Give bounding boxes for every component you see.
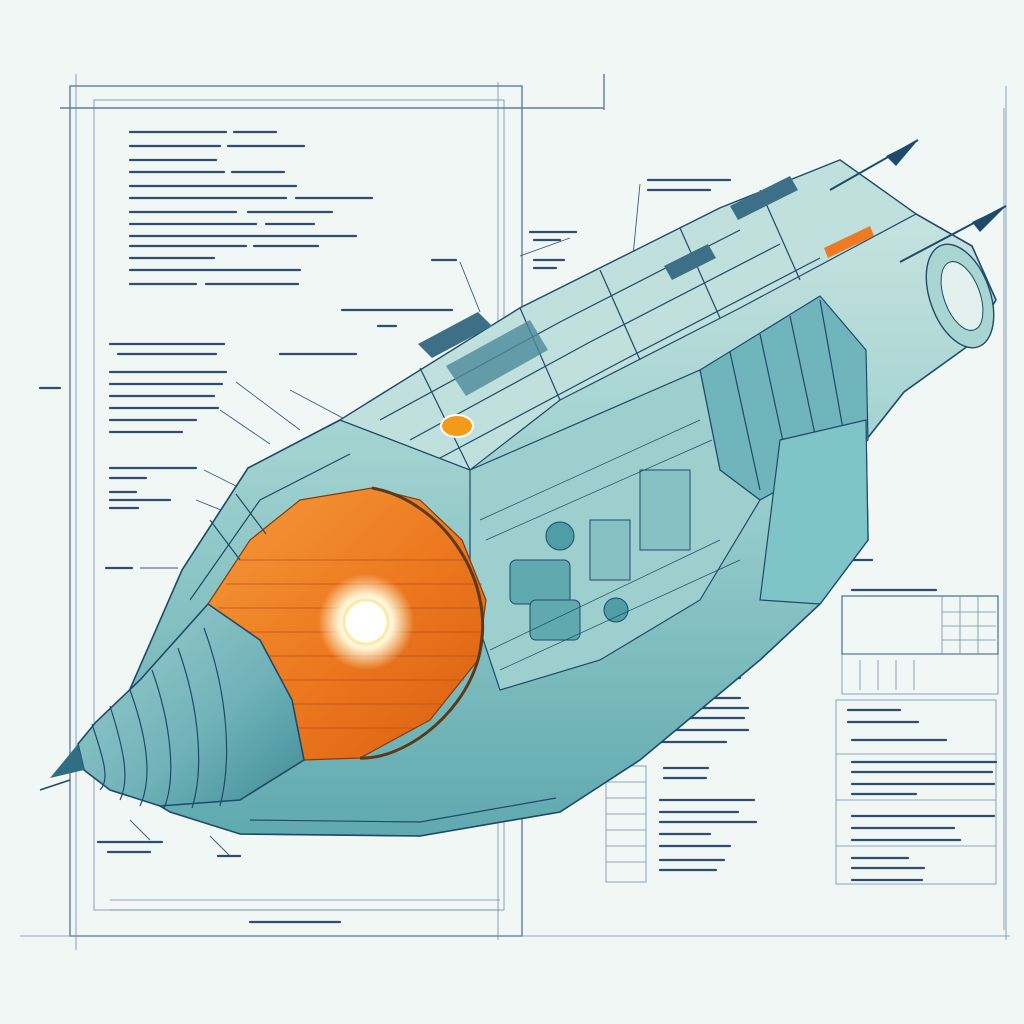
annotation-block-top-left — [128, 130, 374, 286]
spacecraft-cutaway-illustration — [39, 139, 1007, 837]
top-deck — [338, 159, 918, 471]
annotation-block-left-mid — [38, 342, 358, 570]
side-fin — [759, 419, 869, 605]
glowing-core-icon — [342, 598, 390, 646]
antennas — [39, 139, 1007, 791]
orange-marker-dot — [440, 414, 474, 438]
hull-panel-lines — [181, 419, 641, 837]
spec-table — [835, 595, 999, 885]
engine-nozzle-inner — [940, 261, 984, 331]
nose-cone-rings — [91, 627, 228, 809]
nose-tip — [50, 744, 84, 778]
nose-cone — [77, 602, 305, 807]
stern-accent-stripe — [824, 226, 874, 258]
machinery-details — [479, 419, 741, 671]
tank-end-ring — [359, 486, 485, 760]
annotation-block-table — [846, 588, 998, 882]
